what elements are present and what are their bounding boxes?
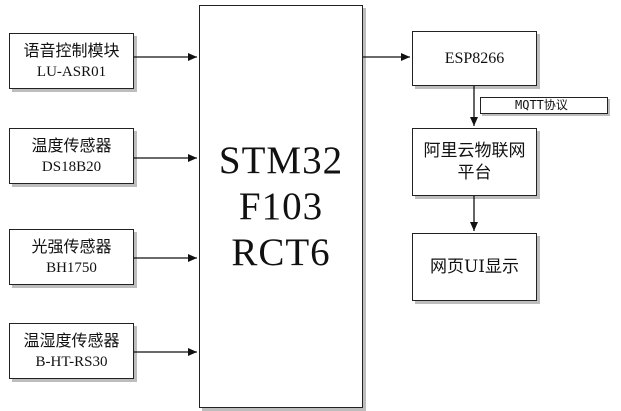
cloud-platform-line1: 阿里云物联网 xyxy=(423,141,526,161)
cloud-platform-box: 阿里云物联网 平台 xyxy=(412,128,537,196)
wifi-module-box: ESP8266 xyxy=(412,31,537,86)
sensor-box-voice-control: 语音控制模块 LU-ASR01 xyxy=(9,33,134,89)
web-ui-box: 网页UI显示 xyxy=(412,233,537,301)
protocol-label: MQTT协议 xyxy=(480,97,608,114)
sensor-name: 语音控制模块 xyxy=(23,41,120,60)
sensor-box-light-intensity: 光强传感器 BH1750 xyxy=(9,229,134,285)
sensor-model: BH1750 xyxy=(46,260,97,276)
cloud-platform-line2: 平台 xyxy=(457,163,492,183)
sensor-model: LU-ASR01 xyxy=(36,64,107,80)
mcu-label-line3: RCT6 xyxy=(231,230,331,274)
mcu-block: STM32 F103 RCT6 xyxy=(199,5,363,408)
mcu-label-line1: STM32 xyxy=(218,138,344,182)
mcu-label-line2: F103 xyxy=(238,184,324,228)
wifi-module-label: ESP8266 xyxy=(444,49,505,67)
web-ui-label: 网页UI显示 xyxy=(429,257,520,277)
sensor-name: 光强传感器 xyxy=(31,237,112,256)
sensor-name: 温湿度传感器 xyxy=(23,331,120,350)
sensor-box-temperature: 温度传感器 DS18B20 xyxy=(9,128,134,184)
sensor-name: 温度传感器 xyxy=(31,136,112,155)
sensor-box-temperature-humidity: 温湿度传感器 B-HT-RS30 xyxy=(9,323,134,379)
sensor-model: B-HT-RS30 xyxy=(35,354,108,370)
sensor-model: DS18B20 xyxy=(41,159,102,175)
